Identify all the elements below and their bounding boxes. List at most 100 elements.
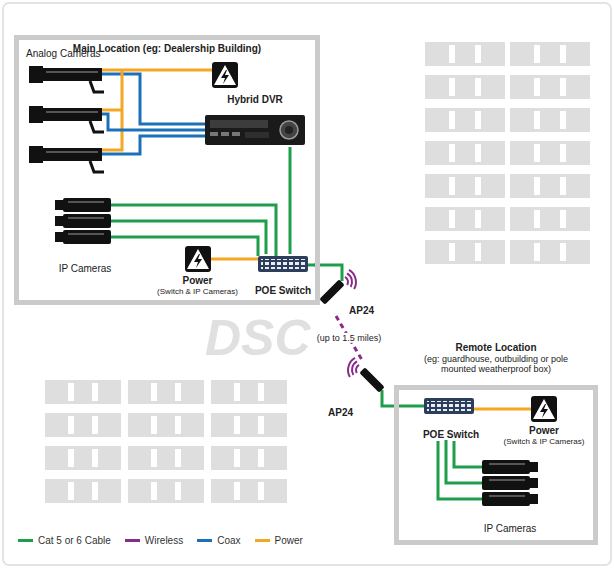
frame <box>3 3 611 565</box>
parking-stripe <box>534 78 540 96</box>
parking-block <box>425 75 505 99</box>
node-label: Power <box>182 275 212 287</box>
power-supply: Power(Switch & IP Cameras) <box>498 394 590 446</box>
region-outline <box>394 385 598 545</box>
parking-stripe <box>175 416 181 434</box>
legend-text: Wireless <box>145 535 183 547</box>
parking-stripe <box>68 449 74 467</box>
parking-stripe <box>151 449 157 467</box>
node-note: (Switch & IP Cameras) <box>504 437 585 446</box>
device-icons <box>29 62 557 506</box>
parking-stripe <box>560 177 566 195</box>
parking-stripe <box>68 416 74 434</box>
camera-group: IP Cameras <box>470 452 550 534</box>
legend-swatch <box>255 539 270 542</box>
parking-stripe <box>92 449 98 467</box>
parking-block <box>425 108 505 132</box>
parking-block <box>425 240 505 264</box>
wireless-antenna: AP24 <box>322 268 374 316</box>
cable-connector <box>122 221 266 254</box>
cable-connector <box>245 258 252 261</box>
legend-item: Power <box>255 535 303 547</box>
parking-stripe <box>560 243 566 261</box>
parking-block <box>211 479 287 503</box>
node-note: (eg: guardhouse, outbuilding or pole mou… <box>414 354 579 375</box>
cable-connector <box>289 147 292 254</box>
parking-stripe <box>449 210 455 228</box>
parking-block <box>510 207 590 231</box>
parking-block <box>45 446 121 470</box>
poe-switch: POE Switch <box>252 254 314 296</box>
camera-group: IP Cameras <box>48 194 122 274</box>
parking-block <box>211 413 287 437</box>
parking-stripe <box>92 383 98 401</box>
parking-stripe <box>560 78 566 96</box>
node-label: POE Switch <box>423 429 479 441</box>
parking-stripe <box>475 78 481 96</box>
parking-block <box>510 108 590 132</box>
parking-block <box>128 446 204 470</box>
parking-stripe <box>151 383 157 401</box>
edge-label: (up to 1.5 miles) <box>315 333 384 343</box>
parking-block <box>211 380 287 404</box>
parking-stripe <box>560 210 566 228</box>
node-label: AP24 <box>349 305 374 317</box>
parking-block <box>45 479 121 503</box>
power-supply: Power(Switch & IP Cameras) <box>150 243 245 296</box>
parking-stripe <box>534 45 540 63</box>
parking-stripe <box>449 144 455 162</box>
location-region: Main Location (eg: Dealership Building)A… <box>14 35 320 305</box>
node-label: IP Cameras <box>484 523 537 535</box>
parking-block <box>425 141 505 165</box>
node-note: (Switch & IP Cameras) <box>157 287 238 296</box>
camera-group: Analog Cameras <box>22 48 112 193</box>
node-label: AP24 <box>328 407 353 419</box>
location-region: Remote Location(eg: guardhouse, outbuild… <box>394 340 598 545</box>
parking-stripe <box>449 243 455 261</box>
parking-block <box>425 207 505 231</box>
parking-stripe <box>151 482 157 500</box>
legend-text: Cat 5 or 6 Cable <box>38 535 111 547</box>
parking-stripe <box>534 243 540 261</box>
parking-stripe <box>175 449 181 467</box>
parking-block <box>45 380 121 404</box>
node-label: Main Location (eg: Dealership Building) <box>73 43 261 55</box>
legend-swatch <box>197 539 212 542</box>
parking-block <box>425 42 505 66</box>
wireless-antenna: AP24 <box>328 360 390 418</box>
parking-block <box>510 75 590 99</box>
parking-stripe <box>475 177 481 195</box>
legend-item: Coax <box>197 535 240 547</box>
parking-stripe <box>234 383 240 401</box>
parking-block <box>128 380 204 404</box>
parking-stripe <box>475 45 481 63</box>
parking-stripe <box>560 144 566 162</box>
node-label: POE Switch <box>255 285 311 297</box>
legend-text: Power <box>275 535 303 547</box>
parking-stripe <box>449 78 455 96</box>
parking-stripe <box>258 383 264 401</box>
poe-switch: POE Switch <box>418 396 484 440</box>
parking-stripe <box>175 482 181 500</box>
parking-stripe <box>534 144 540 162</box>
legend-text: Coax <box>217 535 240 547</box>
node-label: Remote Location <box>455 342 536 354</box>
parking-stripe <box>449 111 455 129</box>
parking-stripe <box>92 416 98 434</box>
parking-stripe <box>449 45 455 63</box>
parking-stripe <box>258 449 264 467</box>
parking-stripe <box>475 210 481 228</box>
legend-item: Cat 5 or 6 Cable <box>18 535 111 547</box>
legend-swatch <box>125 539 140 542</box>
parking-stripe <box>175 383 181 401</box>
parking-block <box>128 479 204 503</box>
parking-block <box>510 141 590 165</box>
parking-stripe <box>68 383 74 401</box>
parking-block <box>510 240 590 264</box>
parking-stripe <box>234 482 240 500</box>
node-label: IP Cameras <box>59 263 112 275</box>
cable-connector <box>112 129 200 132</box>
